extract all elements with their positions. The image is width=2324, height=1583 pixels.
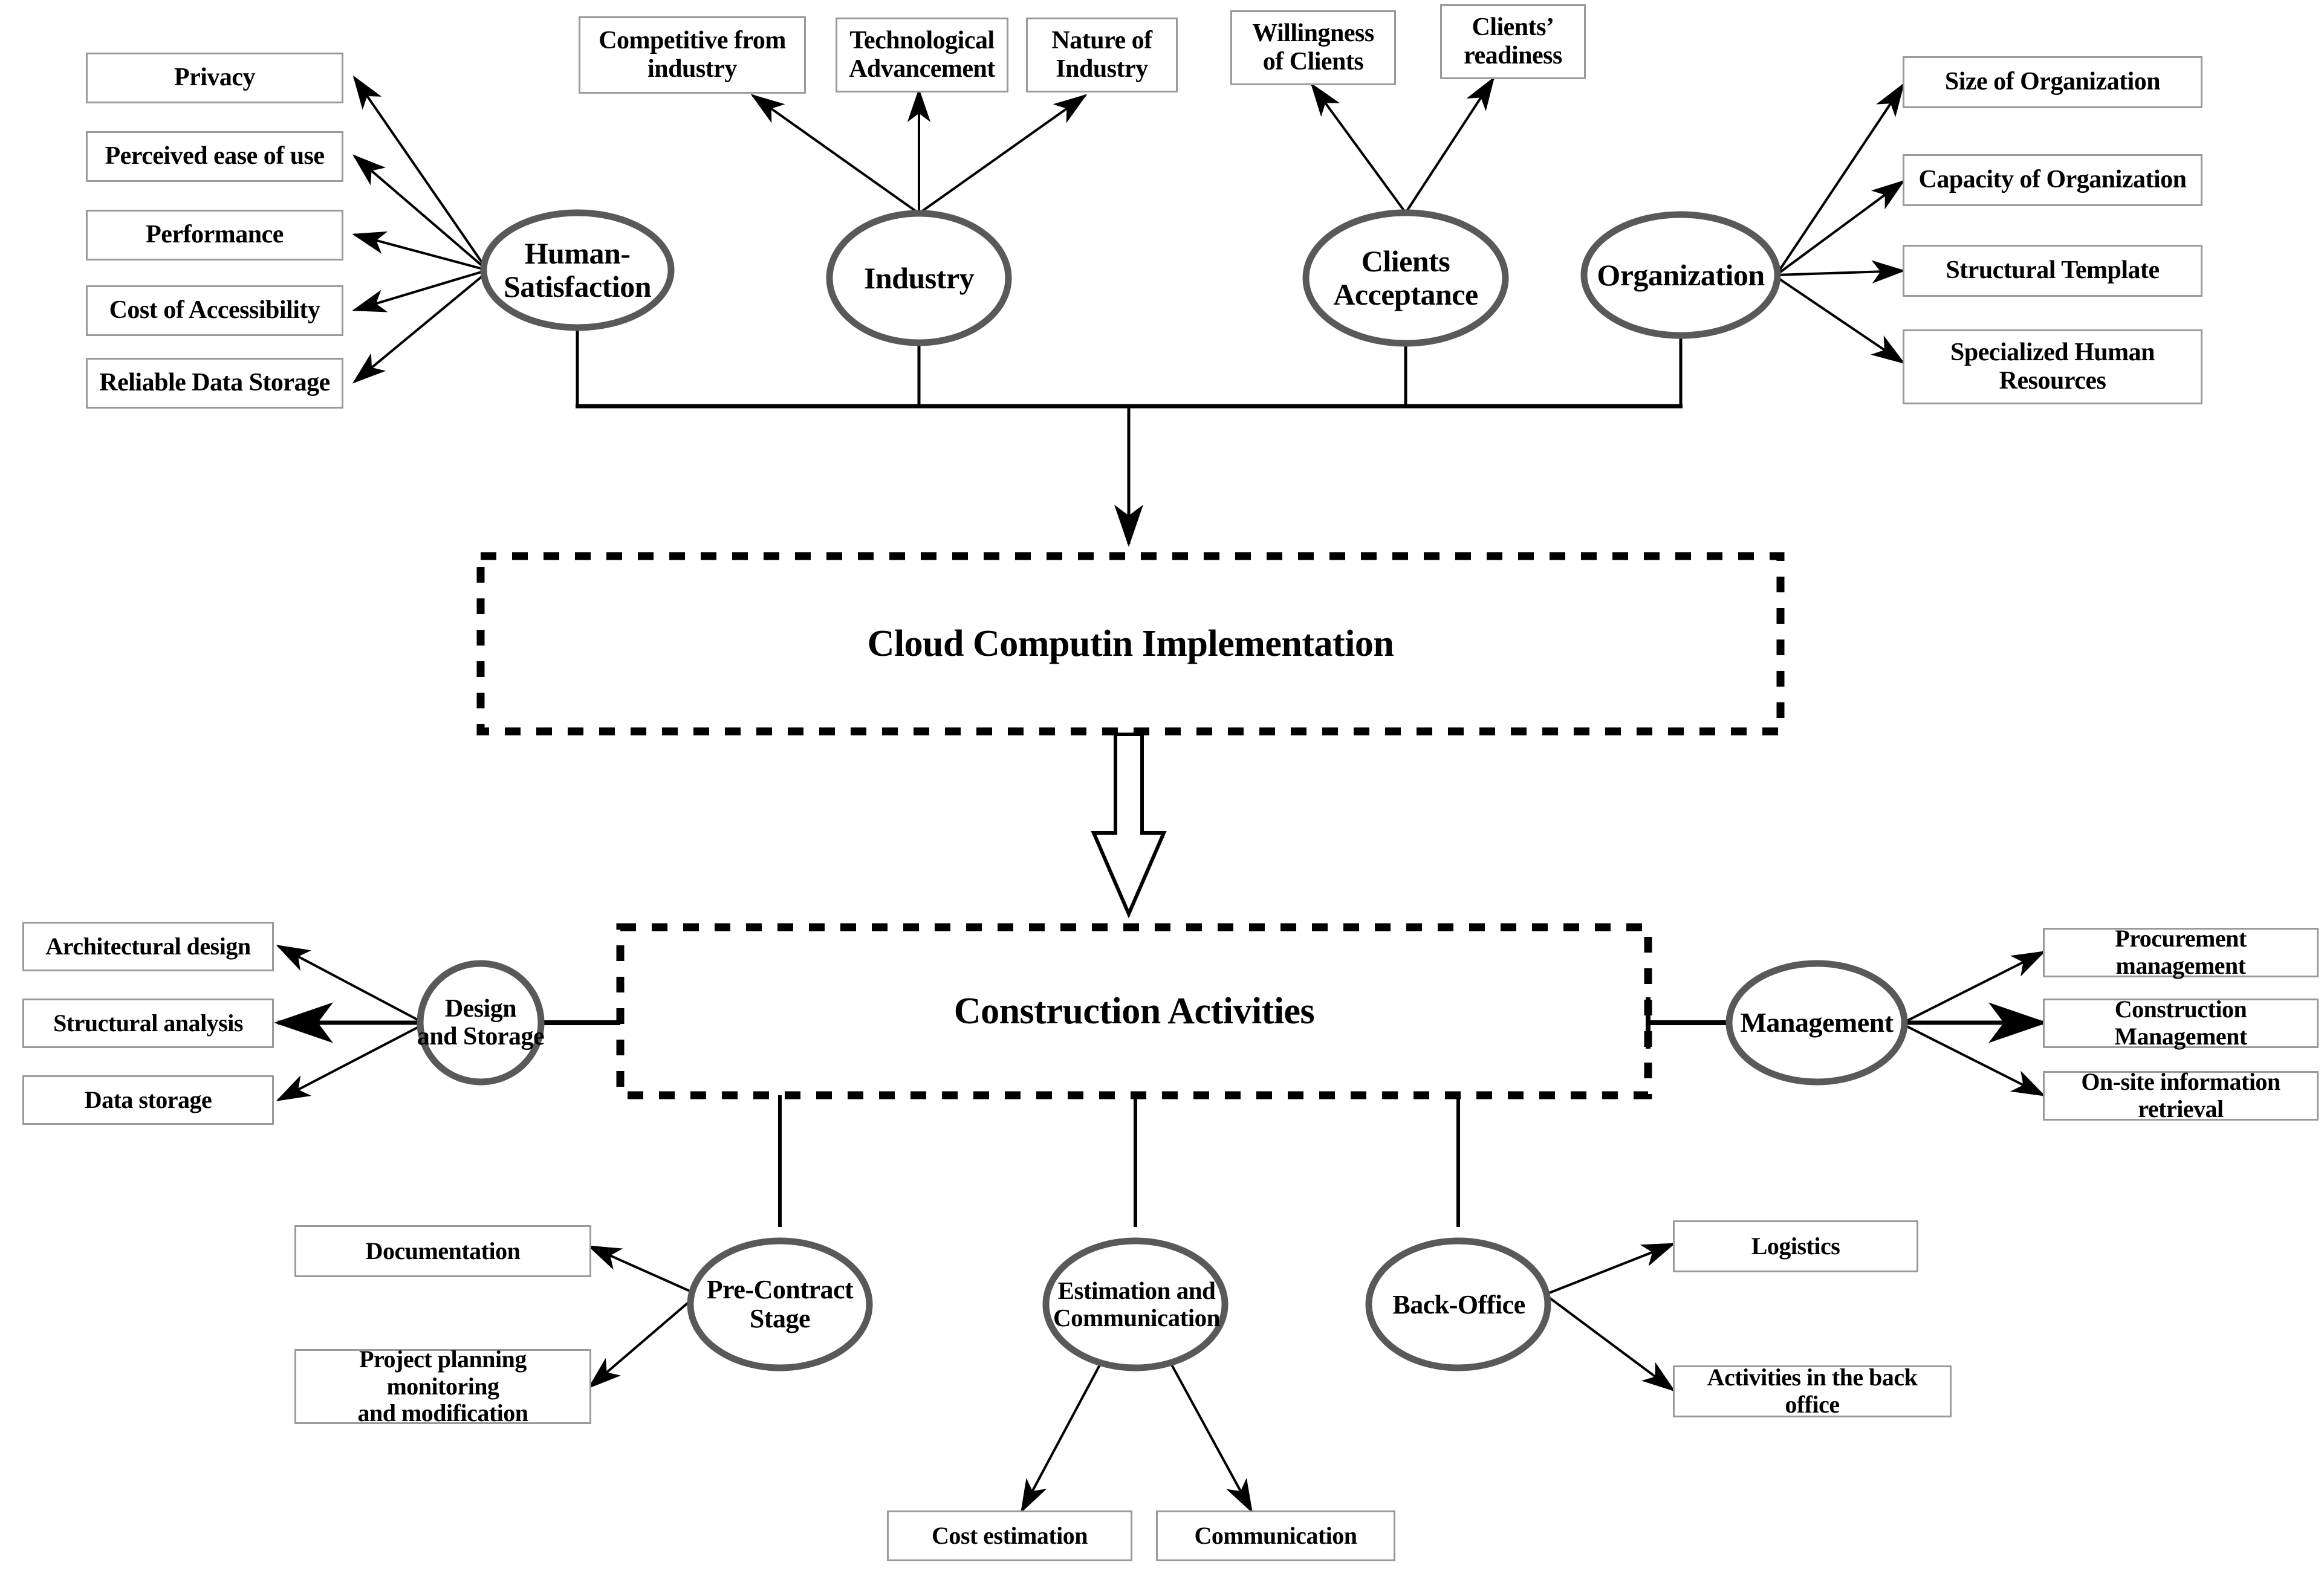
construction-stems — [778, 1095, 1460, 1227]
output-box-cost-estimation[interactable]: Cost estimation — [889, 1512, 1131, 1559]
edges-back-office — [1547, 1243, 1676, 1392]
line-2: Advancement — [849, 55, 995, 83]
line-2: Resources — [1999, 367, 2106, 395]
ellipse-human-satisfaction — [480, 209, 675, 331]
factor-box-perceived-ease-of-use[interactable]: Perceived ease of use — [88, 133, 342, 180]
ellipse-management — [1725, 960, 1908, 1086]
line-1: Competitive from — [599, 26, 786, 54]
line-2: Industry — [1056, 55, 1148, 83]
output-box-communication[interactable]: Communication — [1158, 1512, 1394, 1559]
factor-box-privacy[interactable]: Privacy — [88, 54, 342, 102]
factor-box-willingness-of-clients[interactable]: Willingness of Clients — [1232, 12, 1394, 83]
block-arrow-down — [1091, 733, 1167, 919]
ellipse-organization — [1580, 211, 1781, 339]
edges-pre-contract-stage — [587, 1245, 696, 1389]
factor-box-structural-template[interactable]: Structural Template — [1904, 247, 2201, 295]
output-box-logistics[interactable]: Logistics — [1675, 1222, 1917, 1271]
factor-box-size-of-organization[interactable]: Size of Organization — [1904, 58, 2201, 106]
edges-human-satisfaction — [352, 75, 488, 384]
top-bus — [576, 326, 1683, 409]
construction-activities-label: Construction Activities — [953, 990, 1315, 1032]
output-box-on-site-information-retrieval[interactable]: On-site information retrieval — [2045, 1068, 2317, 1122]
output-box-activities-in-the-back-office[interactable]: Activities in the back office — [1675, 1364, 1950, 1418]
factor-box-technological-advancement[interactable]: Technological Advancement — [837, 19, 1007, 91]
line-2: of Clients — [1262, 48, 1364, 76]
output-box-structural-analysis[interactable]: Structural analysis — [24, 1000, 272, 1046]
line-1: Technological — [849, 26, 995, 54]
edges-management — [1646, 951, 2048, 1096]
factor-box-reliable-data-storage[interactable]: Reliable Data Storage — [88, 360, 342, 407]
output-box-project-planning-monitoring-and-modification[interactable]: Project planning monitoring and modifica… — [296, 1345, 589, 1426]
edges-clients-acceptance — [1310, 76, 1495, 214]
factor-box-nature-of-industry[interactable]: Nature of Industry — [1028, 19, 1176, 91]
ellipse-back-office — [1365, 1237, 1551, 1371]
line-2: and modification — [357, 1399, 528, 1427]
output-box-data-storage[interactable]: Data storage — [24, 1077, 272, 1123]
line-1: Clients’ — [1472, 13, 1555, 41]
factor-box-cost-of-accessibility[interactable]: Cost of Accessibility — [88, 287, 342, 334]
ellipse-industry — [826, 210, 1012, 346]
factor-box-clients-readiness[interactable]: Clients’ readiness — [1442, 6, 1584, 77]
cloud-implementation-box — [476, 552, 1785, 736]
output-box-procurement-management[interactable]: Procurement management — [2045, 925, 2317, 979]
line-2: readiness — [1464, 42, 1562, 70]
edges-industry — [750, 88, 1088, 215]
factor-box-competitive-from-industry[interactable]: Competitive from industry — [580, 18, 804, 92]
output-box-documentation[interactable]: Documentation — [296, 1227, 589, 1275]
output-box-architectural-design[interactable]: Architectural design — [24, 924, 272, 970]
edges-organization — [1775, 82, 1906, 364]
ellipse-clients-acceptance — [1302, 209, 1509, 347]
ellipse-shapes — [417, 209, 1908, 1371]
ellipse-pre-contract-stage — [687, 1237, 873, 1371]
line-1: Specialized Human — [1950, 338, 2155, 366]
factor-box-capacity-of-organization[interactable]: Capacity of Organization — [1904, 156, 2201, 204]
factor-box-performance[interactable]: Performance — [88, 212, 342, 259]
factor-box-specialized-human-resources[interactable]: Specialized Human Resources — [1904, 331, 2201, 403]
line-1: Willingness — [1252, 19, 1374, 47]
line-1: Nature of — [1051, 26, 1152, 54]
ellipse-design-and-storage — [417, 960, 545, 1086]
output-box-construction-management[interactable]: Construction Management — [2045, 995, 2317, 1050]
cloud-implementation-label: Cloud Computin Implementation — [867, 623, 1394, 664]
line-1: Project planning monitoring — [359, 1345, 527, 1400]
edges-design-and-storage — [274, 945, 620, 1101]
line-2: industry — [648, 55, 737, 83]
ellipse-estimation-communication — [1042, 1237, 1229, 1371]
